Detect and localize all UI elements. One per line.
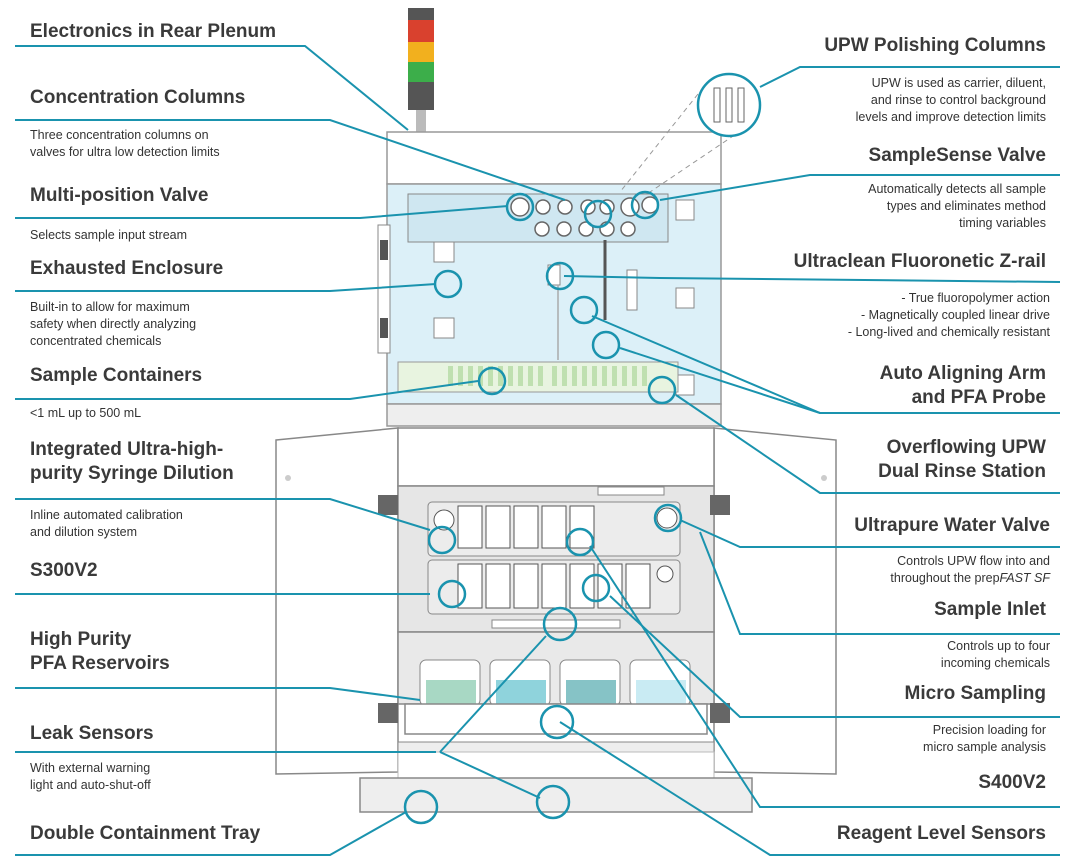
desc-syringe-dilution: Inline automated calibration and dilutio… [30,508,183,539]
lower-cabinet [275,427,837,813]
label-containment-tray: Double Containment Tray [30,823,261,844]
label-sample-containers: Sample Containers [30,365,203,386]
light-stack [408,8,434,132]
label-syringe-dilution: Integrated Ultra-high- purity Syringe Di… [30,439,234,484]
leader-lines [15,45,1061,856]
label-concentration-columns: Concentration Columns [30,87,246,108]
desc-micro-sampling: Precision loading for micro sample analy… [923,723,1046,754]
label-electronics: Electronics in Rear Plenum [30,21,277,42]
desc-ultrapure-water-valve: Controls UPW flow into and throughout th… [890,553,1050,587]
label-ultrapure-water-valve: Ultrapure Water Valve [854,515,1050,536]
desc-uwv-prep: throughout the prep [890,571,1000,585]
desc-uwv-brand: FAST SF [999,571,1050,585]
label-s300v2: S300V2 [30,560,98,581]
label-exhausted-enclosure: Exhausted Enclosure [30,258,224,279]
label-s400v2: S400V2 [978,772,1046,793]
label-rinse-station: Overflowing UPW Dual Rinse Station [878,437,1046,482]
label-multiposition-valve: Multi-position Valve [30,185,209,206]
desc-sample-containers: <1 mL up to 500 mL [30,406,142,420]
desc-leak-sensors: With external warning light and auto-shu… [30,761,151,792]
column-icons [713,87,745,123]
label-leak-sensors: Leak Sensors [30,723,154,744]
label-micro-sampling: Micro Sampling [904,683,1046,704]
desc-samplesense-valve: Automatically detects all sample types a… [868,182,1046,230]
desc-ultrapure-water-valve-line2: throughout the prepFAST SF [890,570,1050,587]
desc-upw-polishing-columns: UPW is used as carrier, diluent, and rin… [855,76,1046,124]
desc-ultrapure-water-valve-line1: Controls UPW flow into and [897,554,1050,568]
desc-sample-inlet: Controls up to four incoming chemicals [940,639,1050,670]
label-reagent-level-sensors: Reagent Level Sensors [836,823,1046,844]
desc-multiposition-valve: Selects sample input stream [30,228,188,242]
label-samplesense-valve: SampleSense Valve [868,145,1046,166]
desc-exhausted-enclosure: Built-in to allow for maximum safety whe… [30,300,197,348]
label-upw-polishing-columns: UPW Polishing Columns [824,35,1046,56]
upper-enclosure [377,131,722,427]
label-sample-inlet: Sample Inlet [934,599,1046,620]
desc-concentration-columns: Three concentration columns on valves fo… [30,128,220,159]
label-auto-aligning-arm: Auto Aligning Arm and PFA Probe [879,363,1046,408]
label-z-rail: Ultraclean Fluoronetic Z-rail [793,251,1046,272]
desc-z-rail: - True fluoropolymer action - Magnetical… [847,291,1050,339]
label-pfa-reservoirs: High Purity PFA Reservoirs [30,629,170,674]
